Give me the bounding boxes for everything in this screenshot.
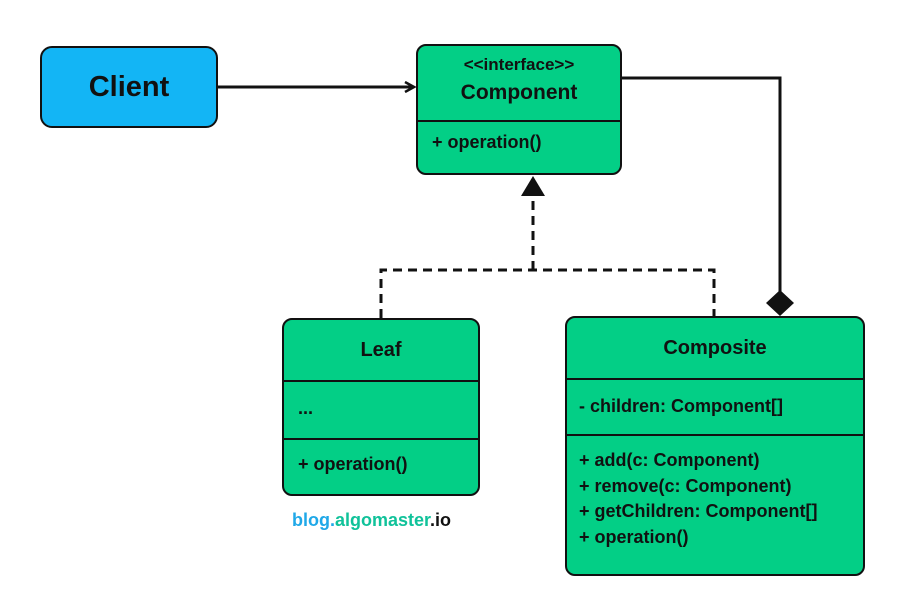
footer-prefix: blog.	[292, 510, 335, 530]
leaf-header: Leaf	[284, 320, 478, 380]
composite-method: + add(c: Component)	[579, 450, 760, 470]
composite-method: + operation()	[579, 526, 689, 547]
leaf-name: Leaf	[360, 338, 402, 361]
composite-box: Composite - children: Component[] + add(…	[565, 316, 865, 576]
composite-attribute: - children: Component[]	[579, 396, 783, 416]
composite-methods: + add(c: Component) + remove(c: Componen…	[567, 434, 863, 562]
composite-name: Composite	[663, 336, 767, 359]
component-method: + operation()	[432, 132, 542, 152]
component-header: <<interface>> Component	[418, 46, 620, 120]
leaf-methods: + operation()	[284, 438, 478, 489]
composite-attributes: - children: Component[]	[567, 378, 863, 434]
composite-method: + remove(c: Component)	[579, 475, 792, 496]
leaf-attribute: ...	[298, 398, 314, 418]
component-stereotype: <<interface>>	[463, 55, 575, 74]
client-name: Client	[88, 70, 170, 103]
footer-link[interactable]: blog.algomaster.io	[292, 510, 451, 531]
client-box: Client	[40, 46, 218, 128]
composition-diamond	[766, 290, 794, 316]
composition-line	[622, 76, 782, 292]
footer-brand: algomaster	[335, 510, 431, 530]
component-name: Component	[460, 81, 578, 104]
footer-suffix: .io	[430, 510, 452, 530]
leaf-box: Leaf ... + operation()	[282, 318, 480, 496]
component-box: <<interface>> Component + operation()	[416, 44, 622, 175]
realization-arrowhead	[521, 176, 545, 196]
leaf-method: + operation()	[298, 454, 408, 474]
composite-method: + getChildren: Component[]	[579, 501, 818, 521]
leaf-attributes: ...	[284, 380, 478, 438]
component-methods: + operation()	[418, 120, 620, 163]
composite-header: Composite	[567, 318, 863, 378]
realization-line	[379, 268, 716, 318]
